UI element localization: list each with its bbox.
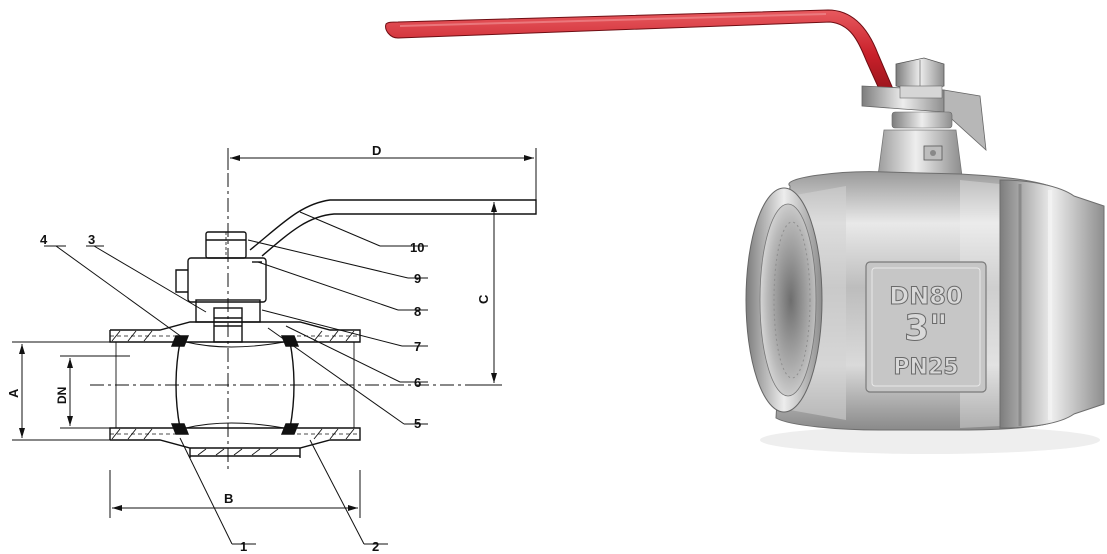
- part-label-8: 8: [414, 304, 421, 319]
- part-label-7: 7: [414, 339, 421, 354]
- dimension-label-b: B: [224, 491, 233, 506]
- part-label-3: 3: [88, 232, 95, 247]
- part-label-10: 10: [410, 240, 424, 255]
- body-marking-size: DN80: [889, 282, 962, 310]
- technical-drawing: [12, 148, 537, 545]
- leader-lines: [44, 211, 428, 545]
- stem-nut: [891, 57, 953, 129]
- body-marking-inch: 3": [904, 308, 948, 349]
- dimension-label-dn: DN: [55, 387, 69, 404]
- part-label-5: 5: [414, 416, 421, 431]
- dimension-label-c: C: [476, 294, 491, 304]
- center-lines: [90, 148, 470, 470]
- valve-body: [775, 171, 1105, 431]
- valve-body-section: [109, 321, 361, 458]
- part-label-2: 2: [372, 539, 379, 554]
- valve-photo: DN80 3" PN25: [385, 9, 1105, 454]
- dimension-label-d: D: [372, 143, 381, 158]
- dimension-lines: [12, 148, 537, 518]
- stem-assembly: [175, 231, 267, 343]
- red-lever-handle: [385, 9, 897, 101]
- part-label-4: 4: [40, 232, 48, 247]
- valve-neck: [877, 129, 963, 177]
- part-label-6: 6: [414, 375, 421, 390]
- lever-handle-outline: [249, 199, 537, 257]
- left-port-opening: [745, 187, 823, 413]
- part-label-1: 1: [240, 539, 247, 554]
- drawing-labels: D C A DN B 10 9 8 7 6 5 4 3 1 2: [6, 143, 491, 554]
- body-marking-pressure: PN25: [893, 355, 958, 380]
- hatching: [111, 330, 355, 456]
- dimension-label-a: A: [6, 388, 21, 398]
- part-label-9: 9: [414, 271, 421, 286]
